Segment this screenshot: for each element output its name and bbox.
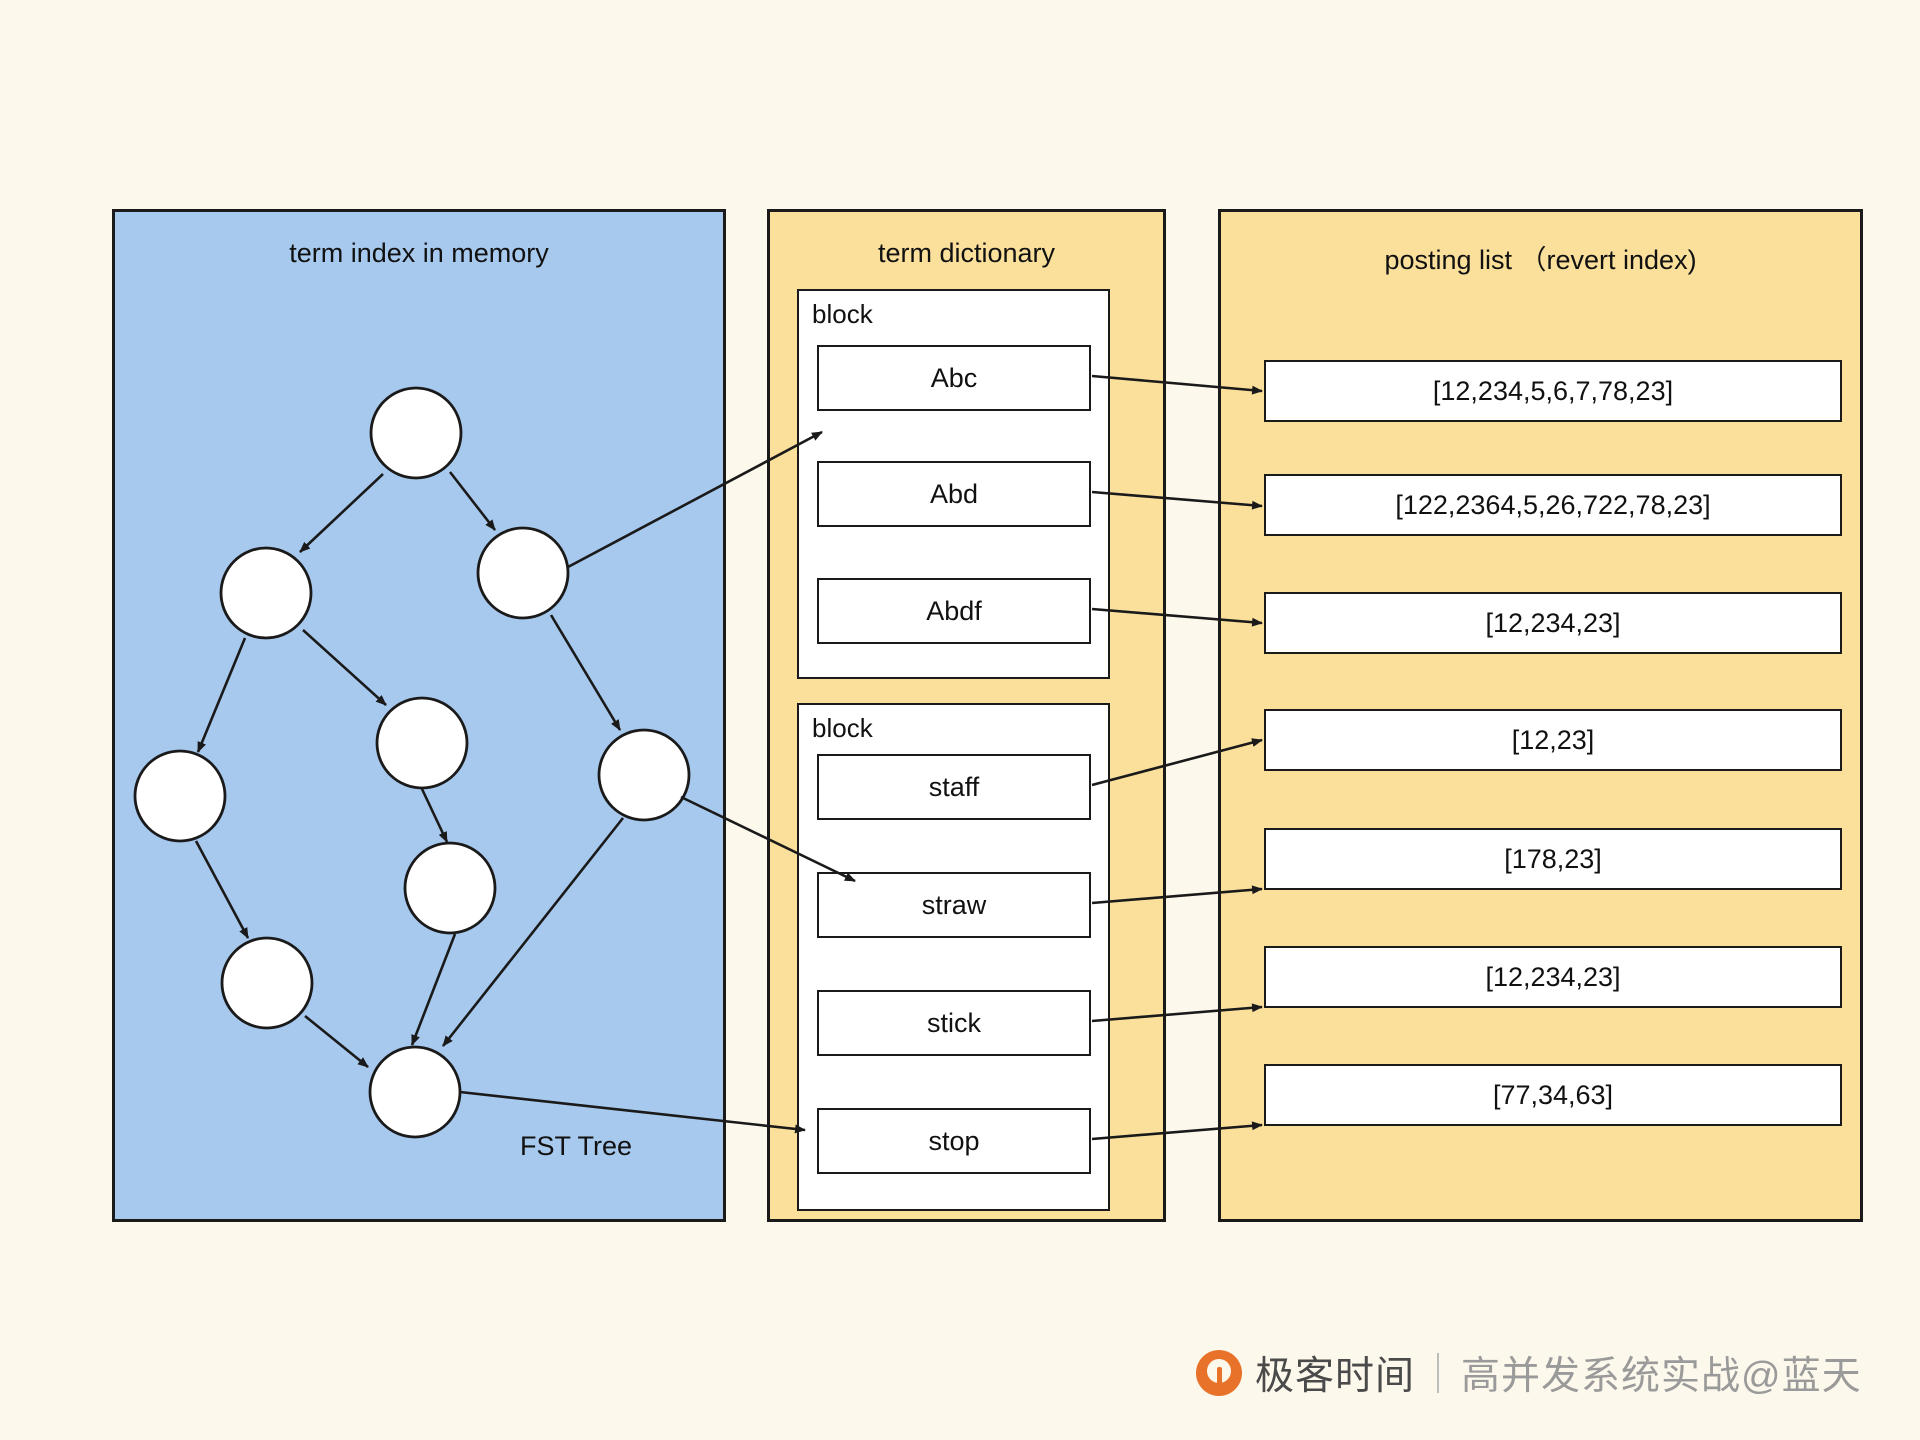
panel-term-index: term index in memory: [112, 209, 726, 1222]
posting-list-row-1[interactable]: [12,234,5,6,7,78,23]: [1264, 360, 1842, 422]
posting-list-row-7[interactable]: [77,34,63]: [1264, 1064, 1842, 1126]
posting-list-row-5[interactable]: [178,23]: [1264, 828, 1842, 890]
posting-list-row-3[interactable]: [12,234,23]: [1264, 592, 1842, 654]
geekbang-logo-icon: [1196, 1350, 1242, 1396]
watermark-divider: [1437, 1353, 1440, 1393]
panel-posting-list-title: posting list （revert index): [1384, 245, 1697, 275]
term-box-stop[interactable]: stop: [817, 1108, 1091, 1174]
term-dictionary-block-1: block Abc Abd Abdf: [797, 289, 1110, 679]
fst-tree-label: FST Tree: [520, 1131, 633, 1161]
watermark-course: 高并发系统实战@蓝天: [1461, 1355, 1862, 1398]
watermark-brand: 极客时间: [1255, 1355, 1416, 1398]
block-label: block: [812, 299, 873, 329]
panel-term-index-title: term index in memory: [289, 238, 549, 268]
term-box-staff[interactable]: staff: [817, 754, 1091, 820]
term-box-straw[interactable]: straw: [817, 872, 1091, 938]
term-box-abdf[interactable]: Abdf: [817, 578, 1091, 644]
term-box-abd[interactable]: Abd: [817, 461, 1091, 527]
posting-list-row-4[interactable]: [12,23]: [1264, 709, 1842, 771]
watermark: 极客时间 高并发系统实战@蓝天: [1196, 1340, 1862, 1406]
panel-term-dictionary-title: term dictionary: [877, 238, 1056, 268]
term-dictionary-block-2: block staff straw stick stop: [797, 703, 1110, 1211]
term-box-abc[interactable]: Abc: [817, 345, 1091, 411]
posting-list-row-2[interactable]: [122,2364,5,26,722,78,23]: [1264, 474, 1842, 536]
posting-list-row-6[interactable]: [12,234,23]: [1264, 946, 1842, 1008]
term-box-stick[interactable]: stick: [817, 990, 1091, 1056]
block-label: block: [812, 713, 873, 743]
